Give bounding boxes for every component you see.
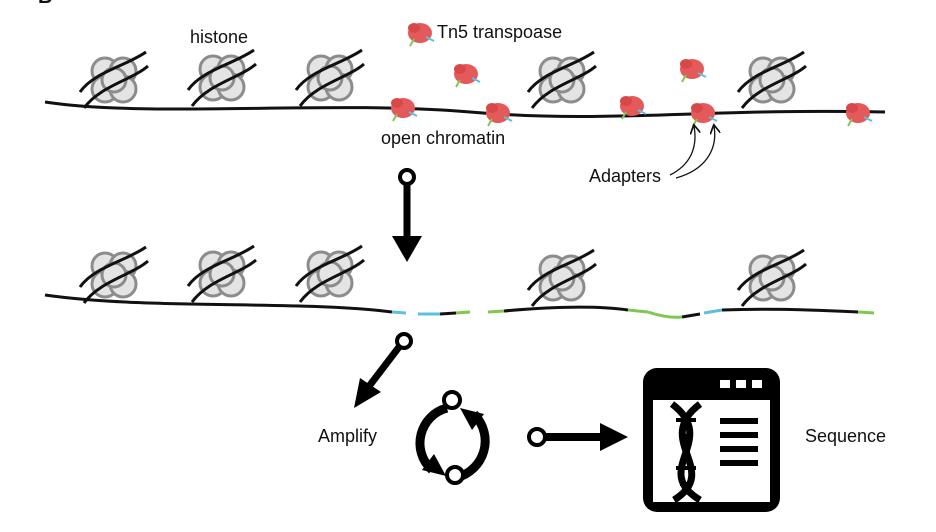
histone-icon xyxy=(78,50,150,110)
top-chromatin-row xyxy=(44,22,886,179)
sequence-label: Sequence xyxy=(805,426,887,446)
dna-strand-top xyxy=(44,100,886,119)
tn5-transposase-icon xyxy=(390,97,418,122)
tn5-transposase-icon xyxy=(407,22,435,47)
tn5-transposase-icon xyxy=(453,63,481,88)
tagmentation-arrow xyxy=(392,168,422,262)
tn5-transposase-icon xyxy=(679,58,707,83)
open-chromatin-label: open chromatin xyxy=(381,128,506,148)
histone-icon xyxy=(736,248,808,308)
amplify-label: Amplify xyxy=(318,426,378,446)
histone-icon xyxy=(294,244,366,304)
histone-label: histone xyxy=(190,27,249,47)
tn5-transposase-icon xyxy=(485,102,513,127)
sequencer-window-icon xyxy=(643,368,780,512)
tn5-label: Tn5 transpoase xyxy=(437,22,563,42)
histone-icon xyxy=(294,48,366,108)
adapters-label: Adapters xyxy=(589,166,662,186)
histone-icon xyxy=(186,48,258,108)
histone-icon xyxy=(736,50,808,110)
amplify-cycle-icon xyxy=(415,390,490,485)
panel-letter: B xyxy=(38,0,52,9)
to-amplify-arrow xyxy=(354,332,413,408)
histone-icon xyxy=(186,244,258,304)
fragmented-chromatin-row xyxy=(44,244,875,319)
histone-icon xyxy=(78,245,150,305)
to-sequence-arrow xyxy=(527,423,628,451)
adapter-pointer-arrow xyxy=(669,126,695,176)
histone-icon xyxy=(526,50,598,110)
tn5-transposase-icon xyxy=(690,102,718,127)
histone-icon xyxy=(526,248,598,308)
adapter-pointer-arrow xyxy=(675,126,715,179)
tn5-transposase-icon xyxy=(845,102,873,127)
